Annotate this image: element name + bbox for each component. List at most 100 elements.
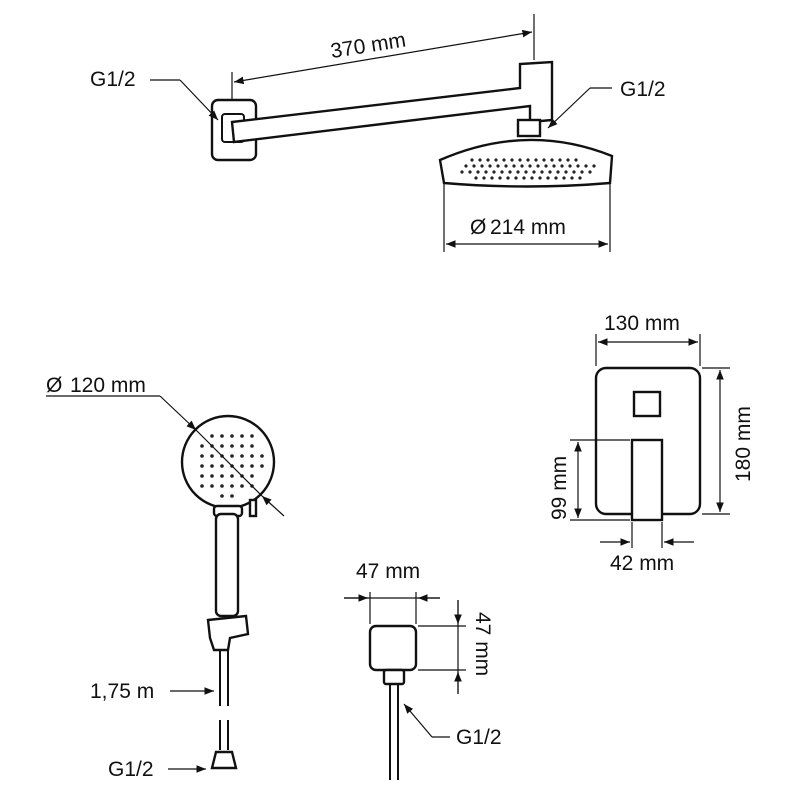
nozzle-dot (480, 164, 484, 168)
nozzle-dot (210, 464, 214, 468)
nozzle-dot (230, 484, 234, 488)
nozzle-dot (572, 170, 576, 174)
nozzle-dot (230, 494, 234, 498)
nozzle-dot (574, 158, 578, 162)
nozzle-dot (240, 434, 244, 438)
nozzle-dot (528, 164, 532, 168)
nozzle-dot (482, 176, 486, 180)
nozzle-dot (554, 176, 558, 180)
nozzle-dot (230, 434, 234, 438)
nozzle-dot (476, 170, 480, 174)
head-thread-label: G1/2 (620, 78, 666, 101)
nozzle-dot (578, 176, 582, 180)
nozzle-dot (210, 474, 214, 478)
mixer-width-label: 130 mm (604, 312, 680, 335)
nozzle-dot (522, 176, 526, 180)
nozzle-dot (548, 170, 552, 174)
hand-shower-holder (206, 614, 250, 652)
nozzle-dot (464, 164, 468, 168)
nozzle-dot (250, 464, 254, 468)
nozzle-dot (550, 158, 554, 162)
nozzle-dot (500, 170, 504, 174)
nozzle-dot (250, 454, 254, 458)
nozzle-dot (470, 158, 474, 162)
nozzle-dot (514, 176, 518, 180)
nozzle-dot (530, 176, 534, 180)
nozzle-dot (260, 454, 264, 458)
nozzle-dot (200, 454, 204, 458)
nozzle-dot (490, 176, 494, 180)
nozzle-dot (200, 444, 204, 448)
nozzle-dot (240, 464, 244, 468)
nozzle-dot (524, 170, 528, 174)
hose-thread-label: G1/2 (108, 758, 154, 781)
nozzle-dot (250, 434, 254, 438)
nozzle-dot (200, 474, 204, 478)
nozzle-dot (512, 164, 516, 168)
wall-outlet (368, 624, 418, 672)
nozzle-dot (562, 176, 566, 180)
outlet-width-label: 47 mm (356, 560, 420, 583)
nozzle-dot (250, 444, 254, 448)
wall-outlet-assembly (368, 624, 418, 780)
rain-head-diameter-label: 214 mm (490, 216, 566, 239)
nozzle-dot (504, 164, 508, 168)
mixer-lever (630, 438, 664, 522)
nozzle-dot (506, 176, 510, 180)
nozzle-dot (210, 484, 214, 488)
nozzle-dot (220, 484, 224, 488)
outlet-thread-label: G1/2 (456, 726, 502, 749)
nozzle-dot (230, 444, 234, 448)
nozzle-dot (570, 176, 574, 180)
nozzle-dot (240, 444, 244, 448)
hose-length-label: 1,75 m (90, 680, 154, 703)
nozzle-dot (520, 164, 524, 168)
nozzle-dot (250, 474, 254, 478)
mixer-assembly (594, 366, 702, 522)
nozzle-dot (564, 170, 568, 174)
nozzle-dot (508, 170, 512, 174)
nozzle-dot (478, 158, 482, 162)
nozzle-dot (510, 158, 514, 162)
outlet-nut (382, 668, 406, 686)
nozzle-dot (220, 464, 224, 468)
nozzle-dot (240, 484, 244, 488)
nozzle-dot (592, 164, 596, 168)
nozzle-dot (534, 158, 538, 162)
nozzle-dot (230, 474, 234, 478)
nozzle-dot (210, 434, 214, 438)
outlet-height-label: 47 mm (471, 612, 494, 676)
nozzle-dot (200, 484, 204, 488)
nozzle-dot (260, 464, 264, 468)
hand-shower-assembly (180, 414, 276, 770)
mixer-height-label: 180 mm (732, 406, 755, 482)
arm-length-label: 370 mm (329, 29, 408, 64)
nozzle-dot (220, 444, 224, 448)
nozzle-dot (532, 170, 536, 174)
nozzle-dot (200, 464, 204, 468)
nozzle-dot (580, 170, 584, 174)
nozzle-dot (540, 170, 544, 174)
nozzle-dot (588, 170, 592, 174)
nozzle-dot (494, 158, 498, 162)
nozzle-dot (546, 176, 550, 180)
nozzle-dot (526, 158, 530, 162)
nozzle-dot (498, 176, 502, 180)
nozzle-dot (220, 494, 224, 498)
hand-shower-diameter-label: 120 mm (70, 374, 146, 397)
nozzle-dot (566, 158, 570, 162)
nozzle-dot (502, 158, 506, 162)
nozzle-dot (584, 164, 588, 168)
nozzle-dot (220, 434, 224, 438)
nozzle-dot (474, 176, 478, 180)
mixer-indicator (632, 390, 662, 418)
hand-shower-nozzles (200, 434, 264, 498)
nozzle-dot (496, 164, 500, 168)
nozzle-dot (556, 170, 560, 174)
diameter-symbol: Ø (470, 216, 486, 239)
hand-shower-handle (214, 512, 240, 618)
rain-shower-head (438, 138, 614, 188)
head-connector (516, 118, 542, 138)
nozzle-dot (240, 454, 244, 458)
